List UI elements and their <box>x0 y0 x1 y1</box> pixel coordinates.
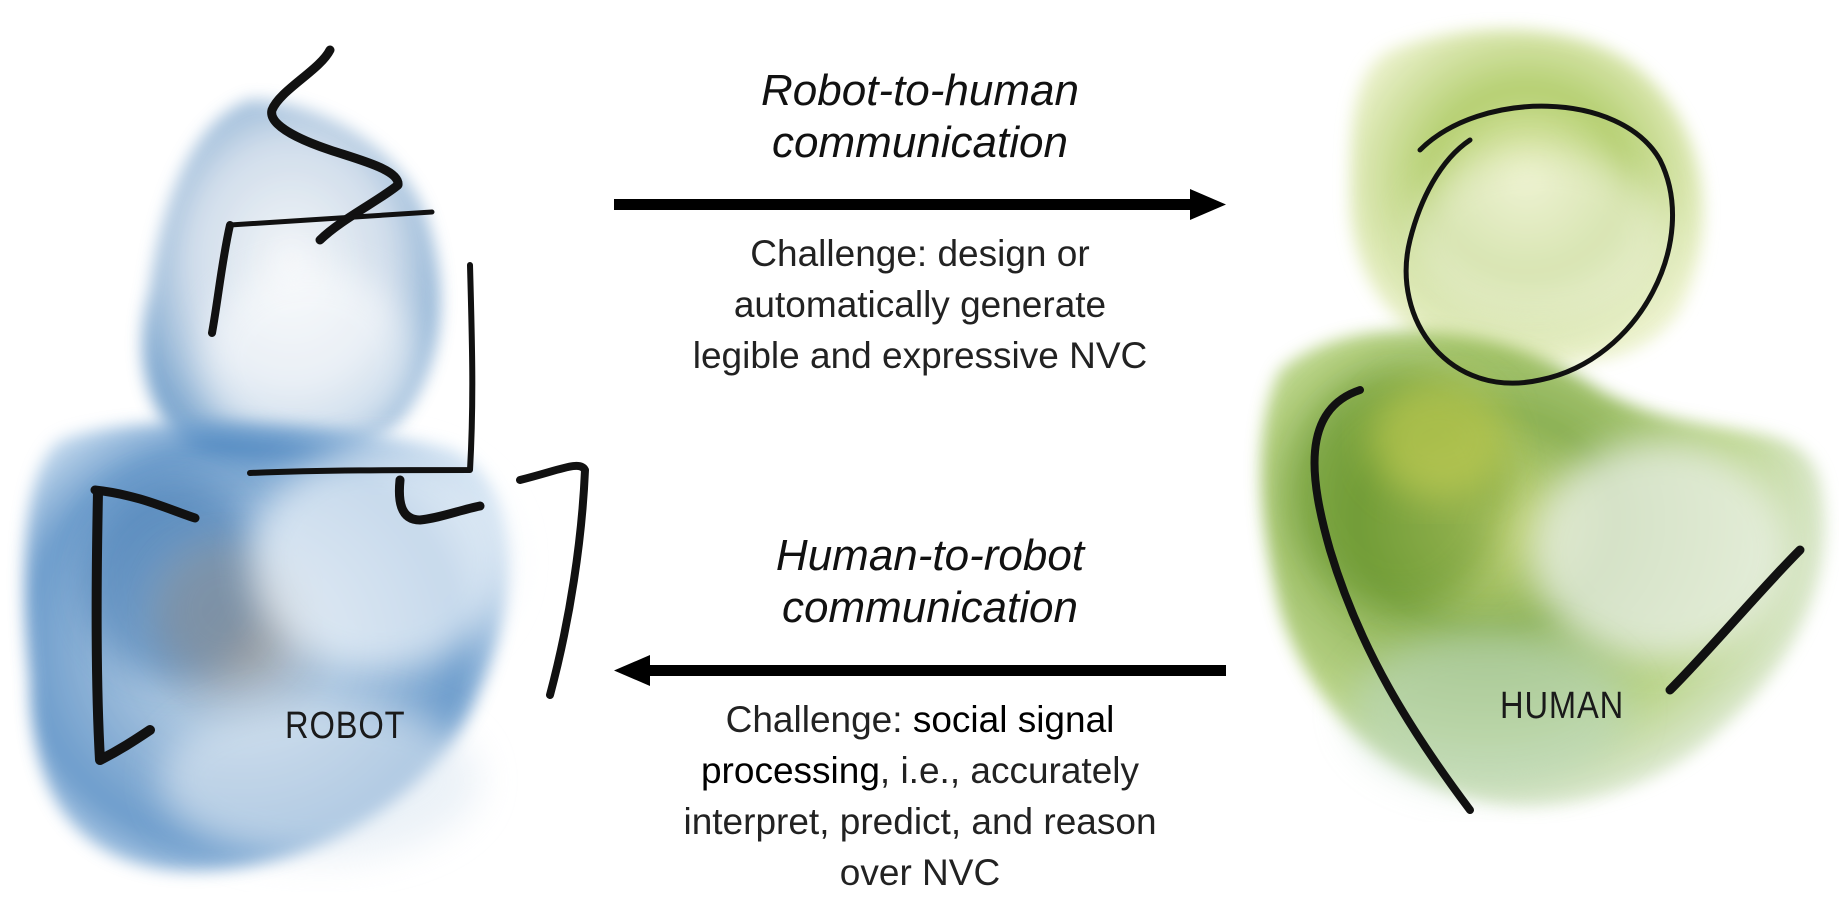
human-to-robot-title-line2: communication <box>782 583 1078 632</box>
human-figure <box>1261 29 1826 814</box>
human-to-robot-challenge-line4: over NVC <box>839 852 1001 893</box>
robot-watercolor-wash <box>24 100 510 871</box>
challenge-rest: , i.e., accurately <box>879 750 1140 791</box>
robot-to-human-title-line2: communication <box>772 118 1068 167</box>
human-label: HUMAN <box>1500 685 1625 727</box>
robot-label: ROBOT <box>285 705 406 747</box>
human-to-robot-challenge-line2: processing, i.e., accurately <box>620 745 1220 796</box>
human-to-robot-title-line1: Human-to-robot <box>775 531 1085 580</box>
challenge-strong-social-signal: social signal <box>912 699 1115 740</box>
human-to-robot-challenge-line1: Challenge: social signal <box>620 694 1220 745</box>
robot-to-human-challenge: Challenge: design or automatically gener… <box>620 228 1220 381</box>
human-to-robot-arrow <box>614 655 1226 686</box>
robot-to-human-challenge-line3: legible and expressive NVC <box>692 335 1148 376</box>
robot-to-human-title: Robot-to-human communication <box>640 65 1200 169</box>
robot-to-human-challenge-line2: automatically generate <box>733 284 1107 325</box>
robot-to-human-title-line1: Robot-to-human <box>761 66 1079 115</box>
human-to-robot-challenge-line3: interpret, predict, and reason <box>683 801 1157 842</box>
challenge-prefix: Challenge: <box>725 699 913 740</box>
human-watercolor-wash <box>1261 29 1826 807</box>
robot-ink-strokes <box>90 45 589 765</box>
robot-figure <box>24 45 589 871</box>
human-to-robot-challenge: Challenge: social signal processing, i.e… <box>620 694 1220 898</box>
challenge-strong-processing: processing <box>700 750 880 791</box>
robot-to-human-challenge-line1: Challenge: design or <box>750 233 1090 274</box>
human-ink-strokes <box>1310 103 1805 814</box>
robot-to-human-arrow <box>614 189 1226 220</box>
human-to-robot-title: Human-to-robot communication <box>650 530 1210 634</box>
